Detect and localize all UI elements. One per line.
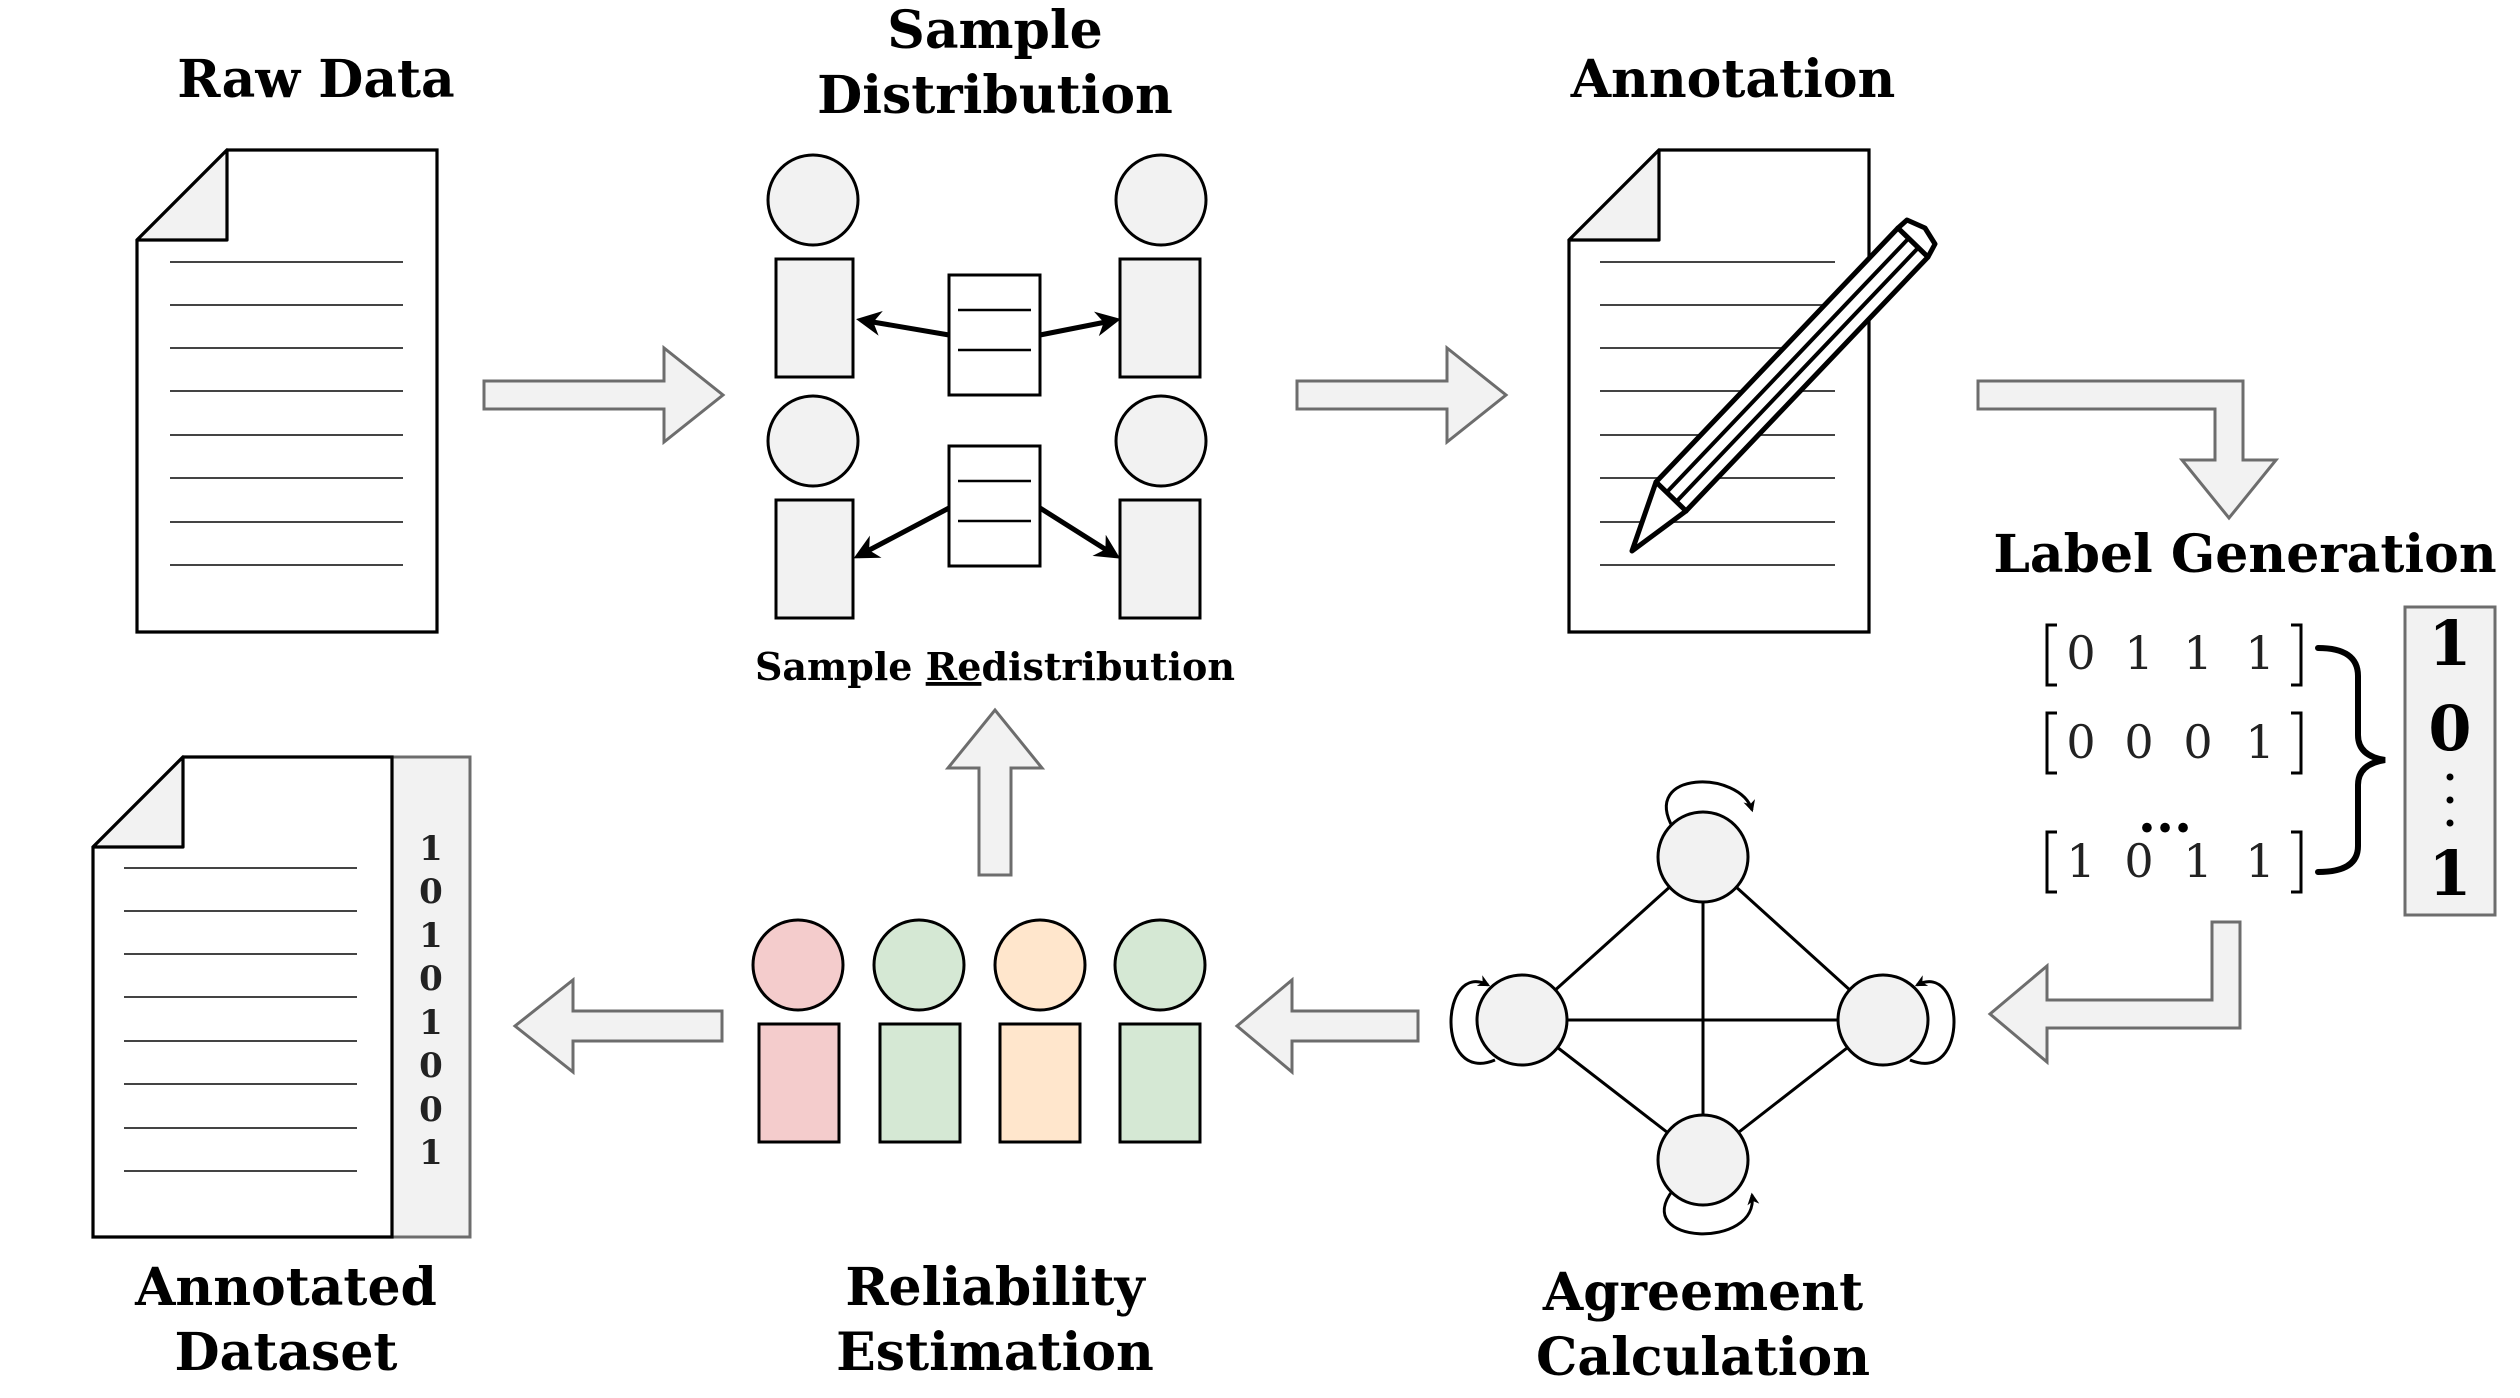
vertical-ellipsis-icon [2446, 819, 2454, 827]
dataset-label: 0 [419, 1090, 443, 1130]
arrow-up-left-icon [1987, 920, 2242, 1066]
arrow-left-1-icon [1234, 976, 1420, 1076]
sample-distribution-group [766, 153, 1208, 620]
annotator-icon [872, 918, 966, 1144]
annotator-icon [993, 918, 1087, 1144]
reliability-estimation-title: Reliability [845, 1257, 1146, 1318]
matrix-ellipsis: ... [2138, 784, 2192, 845]
annotator-head [872, 918, 966, 1012]
distribution-arrow-icon [853, 505, 951, 559]
annotator-body [1118, 1022, 1202, 1144]
annotator-head-icon [766, 394, 860, 488]
agreement-calculation-title-line2: Calculation [1536, 1327, 1870, 1388]
annotator-body [998, 1022, 1082, 1144]
annotator-body [757, 1022, 841, 1144]
result-label: 1 [2428, 837, 2471, 910]
arrow-right-1-icon [482, 344, 726, 446]
result-label: 1 [2428, 607, 2471, 680]
annotator-icon [751, 918, 845, 1144]
pencil-icon [1629, 217, 1938, 554]
sample-box-icon [947, 444, 1042, 568]
graph-node [1656, 810, 1750, 904]
dataset-label: 0 [419, 872, 443, 912]
annotator-head [751, 918, 845, 1012]
annotator-head [1113, 918, 1207, 1012]
dataset-label: 0 [419, 1046, 443, 1086]
sample-distribution-title: Sample [887, 0, 1102, 61]
reliability-annotators [751, 918, 1207, 1144]
agreement-calculation-title: Agreement [1542, 1262, 1863, 1323]
matrix-cell: 1 [2245, 626, 2274, 680]
graph-node [1836, 973, 1930, 1067]
dataset-label: 1 [419, 829, 443, 869]
distribution-arrow-icon [1039, 311, 1121, 338]
matrix-cell: 1 [2066, 834, 2095, 888]
annotator-head-icon [766, 153, 860, 247]
matrix-cell: 0 [2124, 715, 2153, 769]
dataset-label: 1 [419, 916, 443, 956]
arrow-down-right-icon [1976, 379, 2280, 521]
annotator-body-icon [1118, 498, 1202, 620]
matrix-cell: 0 [2124, 834, 2153, 888]
annotator-body-icon [1118, 257, 1202, 379]
raw-data-document-icon [135, 148, 439, 634]
annotator-head-icon [1114, 153, 1208, 247]
sample-distribution-title-line2: Distribution [817, 65, 1173, 126]
matrix-cell: 0 [2066, 626, 2095, 680]
dataset-label: 1 [419, 1003, 443, 1043]
annotator-icon [1113, 918, 1207, 1144]
annotated-dataset-document-icon: 1 0 1 0 1 0 0 1 [91, 755, 472, 1239]
matrix-cell: 1 [2245, 715, 2274, 769]
annotator-body [878, 1022, 962, 1144]
label-generation-title: Label Generation [1993, 524, 2496, 585]
matrix-cell: 0 [2183, 715, 2212, 769]
annotator-head-icon [1114, 394, 1208, 488]
sample-box-icon [947, 273, 1042, 397]
result-label: 0 [2428, 692, 2471, 765]
annotation-document-icon [1567, 148, 1871, 634]
graph-node [1475, 973, 1569, 1067]
annotated-dataset-title-line2: Dataset [175, 1322, 398, 1383]
annotated-dataset-title: Annotated [134, 1257, 437, 1318]
matrix-cell: 1 [2245, 834, 2274, 888]
annotation-title: Annotation [1570, 49, 1896, 110]
vertical-ellipsis-icon [2446, 796, 2454, 804]
sample-redistribution-label: Sample Redistribution [755, 644, 1235, 689]
arrow-right-2-icon [1295, 344, 1509, 446]
matrix-cell: 0 [2066, 715, 2095, 769]
matrix-cell: 1 [2124, 626, 2153, 680]
dataset-label: 1 [419, 1133, 443, 1173]
matrix-cell: 1 [2183, 626, 2212, 680]
graph-node [1656, 1113, 1750, 1207]
label-matrix: 0 1 1 1 0 0 0 1 ... 1 0 1 1 [2045, 623, 2303, 894]
vertical-ellipsis-icon [2446, 773, 2454, 781]
dataset-label-bits: 1 0 1 0 1 0 0 1 [419, 829, 443, 1173]
annotator-body-icon [774, 498, 855, 620]
curly-brace-icon [2315, 645, 2386, 875]
arrow-up-icon [944, 707, 1046, 877]
label-result-vector: 1 0 1 [2403, 605, 2497, 917]
distribution-arrow-icon [1038, 505, 1121, 559]
matrix-cell: 1 [2183, 834, 2212, 888]
distribution-arrow-icon [856, 311, 950, 338]
annotator-body-icon [774, 257, 855, 379]
dataset-label: 0 [419, 959, 443, 999]
raw-data-title: Raw Data [177, 49, 454, 110]
reliability-estimation-title-line2: Estimation [836, 1322, 1154, 1383]
agreement-graph [1449, 780, 1956, 1236]
arrow-left-2-icon [512, 976, 724, 1076]
annotator-head [993, 918, 1087, 1012]
